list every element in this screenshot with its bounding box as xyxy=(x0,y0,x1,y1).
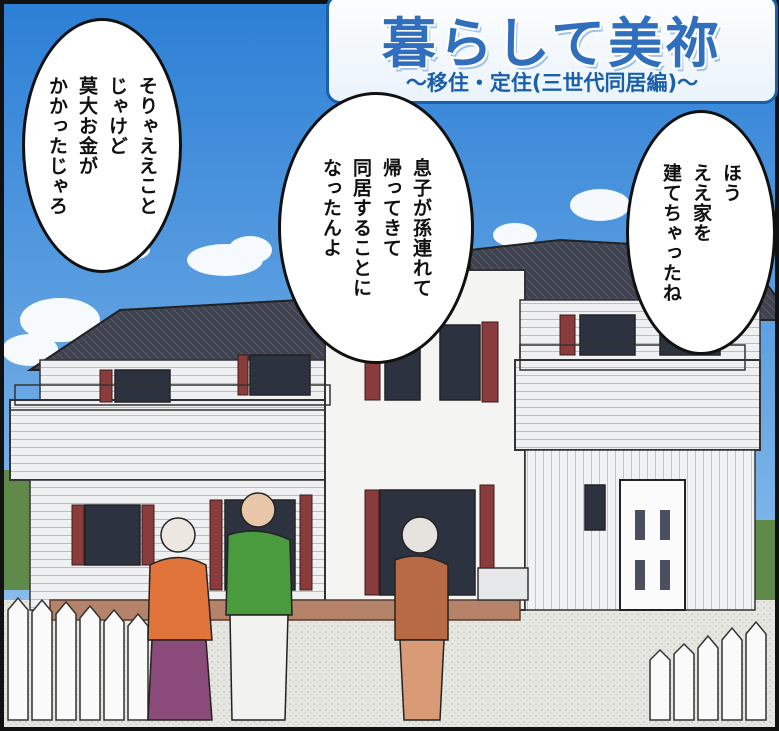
title-subtitle: 〜移住・定住(三世代同居編)〜 xyxy=(405,71,699,95)
grandmother xyxy=(147,517,213,721)
picket-fence-right xyxy=(649,620,767,721)
picket-fence-left xyxy=(7,596,149,721)
speech-bubble-left: そりゃええこと じゃけど 莫大お金が かかったじゃろ xyxy=(22,18,182,273)
speech-text-center: 息子が孫連れて 帰ってきて 同居することに なったんよ xyxy=(320,158,432,298)
front-door xyxy=(619,479,686,611)
speech-bubble-right: ほう ええ家を 建てちゃったね xyxy=(626,110,776,355)
left-balcony xyxy=(9,399,336,481)
right-balcony xyxy=(514,359,761,451)
visitor-man xyxy=(394,516,449,721)
grandfather xyxy=(225,492,293,721)
title-main: 暮らして美祢 xyxy=(381,12,723,75)
title-banner: 暮らして美祢 〜移住・定住(三世代同居編)〜 xyxy=(326,0,778,104)
speech-text-left: そりゃええこと じゃけど 莫大お金が かかったじゃろ xyxy=(46,75,158,216)
speech-bubble-center: 息子が孫連れて 帰ってきて 同居することに なったんよ xyxy=(278,92,474,364)
speech-text-right: ほう ええ家を 建てちゃったね xyxy=(660,162,742,303)
